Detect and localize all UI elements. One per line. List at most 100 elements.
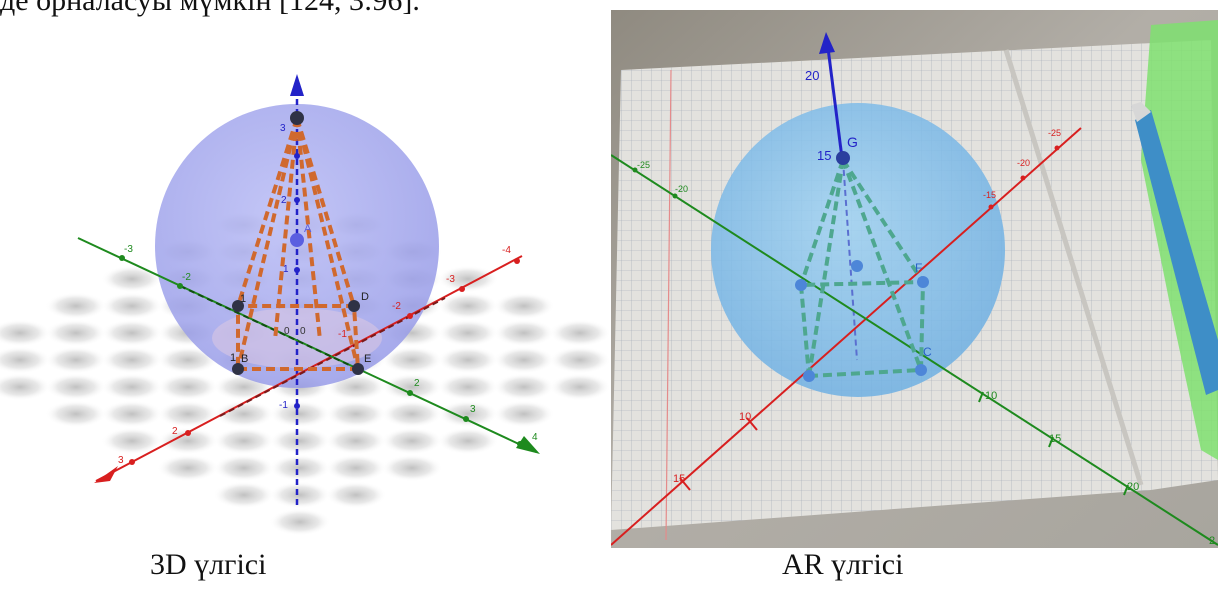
floor-tile <box>493 346 555 374</box>
point-D <box>348 300 360 312</box>
floor-tile <box>493 319 555 347</box>
floor-tile <box>325 427 387 455</box>
floor-tile <box>101 400 163 428</box>
floor-tile <box>549 319 611 347</box>
red-tick-neg1: -1 <box>338 329 347 340</box>
point-B <box>232 363 244 375</box>
red-tick-neg20: -20 <box>1017 158 1030 168</box>
floor-tile <box>269 481 331 509</box>
red-ticks <box>988 145 1060 210</box>
green-tick-neg2: -2 <box>182 272 191 283</box>
red-axis-hidden <box>219 297 446 417</box>
green-tick-2: 2 <box>414 378 420 389</box>
green-tick-20: 20 <box>1127 481 1139 493</box>
header-partial-text: де орналасуы мүмкін [124, 3:96]. <box>0 0 420 17</box>
label-A: A <box>304 223 312 235</box>
red-tick-neg15: -15 <box>983 190 996 200</box>
red-axis-arrow <box>94 466 118 483</box>
margin-line <box>665 69 672 541</box>
floor-tile <box>437 400 499 428</box>
z-tick-2: 2 <box>281 195 287 206</box>
floor-tile <box>493 400 555 428</box>
red-tick-3: 3 <box>118 455 124 466</box>
label-E: E <box>364 353 371 365</box>
floor-tile <box>381 427 443 455</box>
floor-tile <box>45 373 107 401</box>
z-tick-1: 1 <box>283 264 289 275</box>
point-E <box>352 363 364 375</box>
z-tick-20: 20 <box>805 68 819 83</box>
green-axis-hidden <box>179 285 361 371</box>
floor-tile <box>213 454 275 482</box>
floor-tile <box>549 373 611 401</box>
green-tick-10: 10 <box>985 390 997 402</box>
floor-tile <box>437 292 499 320</box>
floor-tile <box>437 265 499 293</box>
green-ticks <box>119 255 523 447</box>
origin-label: 0 <box>284 326 290 337</box>
green-tick-3: 3 <box>470 404 476 415</box>
pen-tip <box>1131 102 1151 122</box>
floor-tile <box>549 346 611 374</box>
z-axis-arrow <box>290 74 304 96</box>
green-tick-marks <box>978 391 1129 496</box>
geogebra-3d-view: 3 2 1 -1 -4 -3 -2 -1 2 3 -3 -2 2 3 4 0 0… <box>0 74 611 536</box>
floor-tile <box>157 346 219 374</box>
floor-tile <box>325 454 387 482</box>
red-tick-neg3: -3 <box>446 274 455 285</box>
apex-point <box>290 111 304 125</box>
red-tick-neg2: -2 <box>392 301 401 312</box>
floor-tile <box>437 319 499 347</box>
floor-tile <box>157 400 219 428</box>
red-tick-neg4: -4 <box>502 245 511 256</box>
label-D: D <box>361 291 369 303</box>
red-tick-2: 2 <box>172 426 178 437</box>
z-tick-3: 3 <box>280 123 286 134</box>
pen <box>1135 110 1218 395</box>
floor-tile <box>45 292 107 320</box>
red-tick-marks <box>679 417 758 491</box>
floor-tile <box>101 373 163 401</box>
green-tick-neg20: -20 <box>675 184 688 194</box>
floor-tile <box>269 400 331 428</box>
apex-point <box>836 151 850 165</box>
red-axis <box>611 127 1082 546</box>
floor-tile <box>101 427 163 455</box>
point-corner-1 <box>232 300 244 312</box>
z-axis-arrow <box>819 32 835 54</box>
label-corner-1: 1 <box>240 293 246 305</box>
label-F: F <box>915 261 922 275</box>
green-axis-arrow <box>516 436 540 454</box>
red-ticks <box>129 258 520 465</box>
notebook-spine <box>1003 49 1144 486</box>
floor-tile <box>101 319 163 347</box>
floor-tile <box>213 427 275 455</box>
floor-tile <box>269 427 331 455</box>
floor-tile <box>45 319 107 347</box>
origin-label-2: 0 <box>300 326 306 337</box>
floor-tile <box>381 373 443 401</box>
z-ticks <box>294 153 300 409</box>
label-corner-1b: 1 <box>230 352 236 364</box>
floor-tile <box>437 346 499 374</box>
caption-3d-model: 3D үлгісі <box>150 548 267 581</box>
floor-tile <box>45 400 107 428</box>
floor-tile <box>0 346 51 374</box>
floor-tile <box>437 427 499 455</box>
floor-tile <box>157 427 219 455</box>
z-tick-neg1: -1 <box>279 400 288 411</box>
floor-tile <box>101 265 163 293</box>
floor-tile <box>269 454 331 482</box>
vertices <box>232 111 364 375</box>
floor-tile <box>381 454 443 482</box>
floor-tile <box>157 373 219 401</box>
sphere <box>711 103 1005 397</box>
floor-tile <box>437 373 499 401</box>
label-B: B <box>241 353 248 365</box>
floor-tile <box>269 508 331 536</box>
label-C: C <box>923 345 932 359</box>
floor-tile <box>213 481 275 509</box>
green-tick-2: 2 <box>1209 535 1215 547</box>
floor-tile <box>0 373 51 401</box>
ar-photo-view: 20 15 G F C -25 -20 -15 10 15 -25 -20 10… <box>611 10 1218 548</box>
